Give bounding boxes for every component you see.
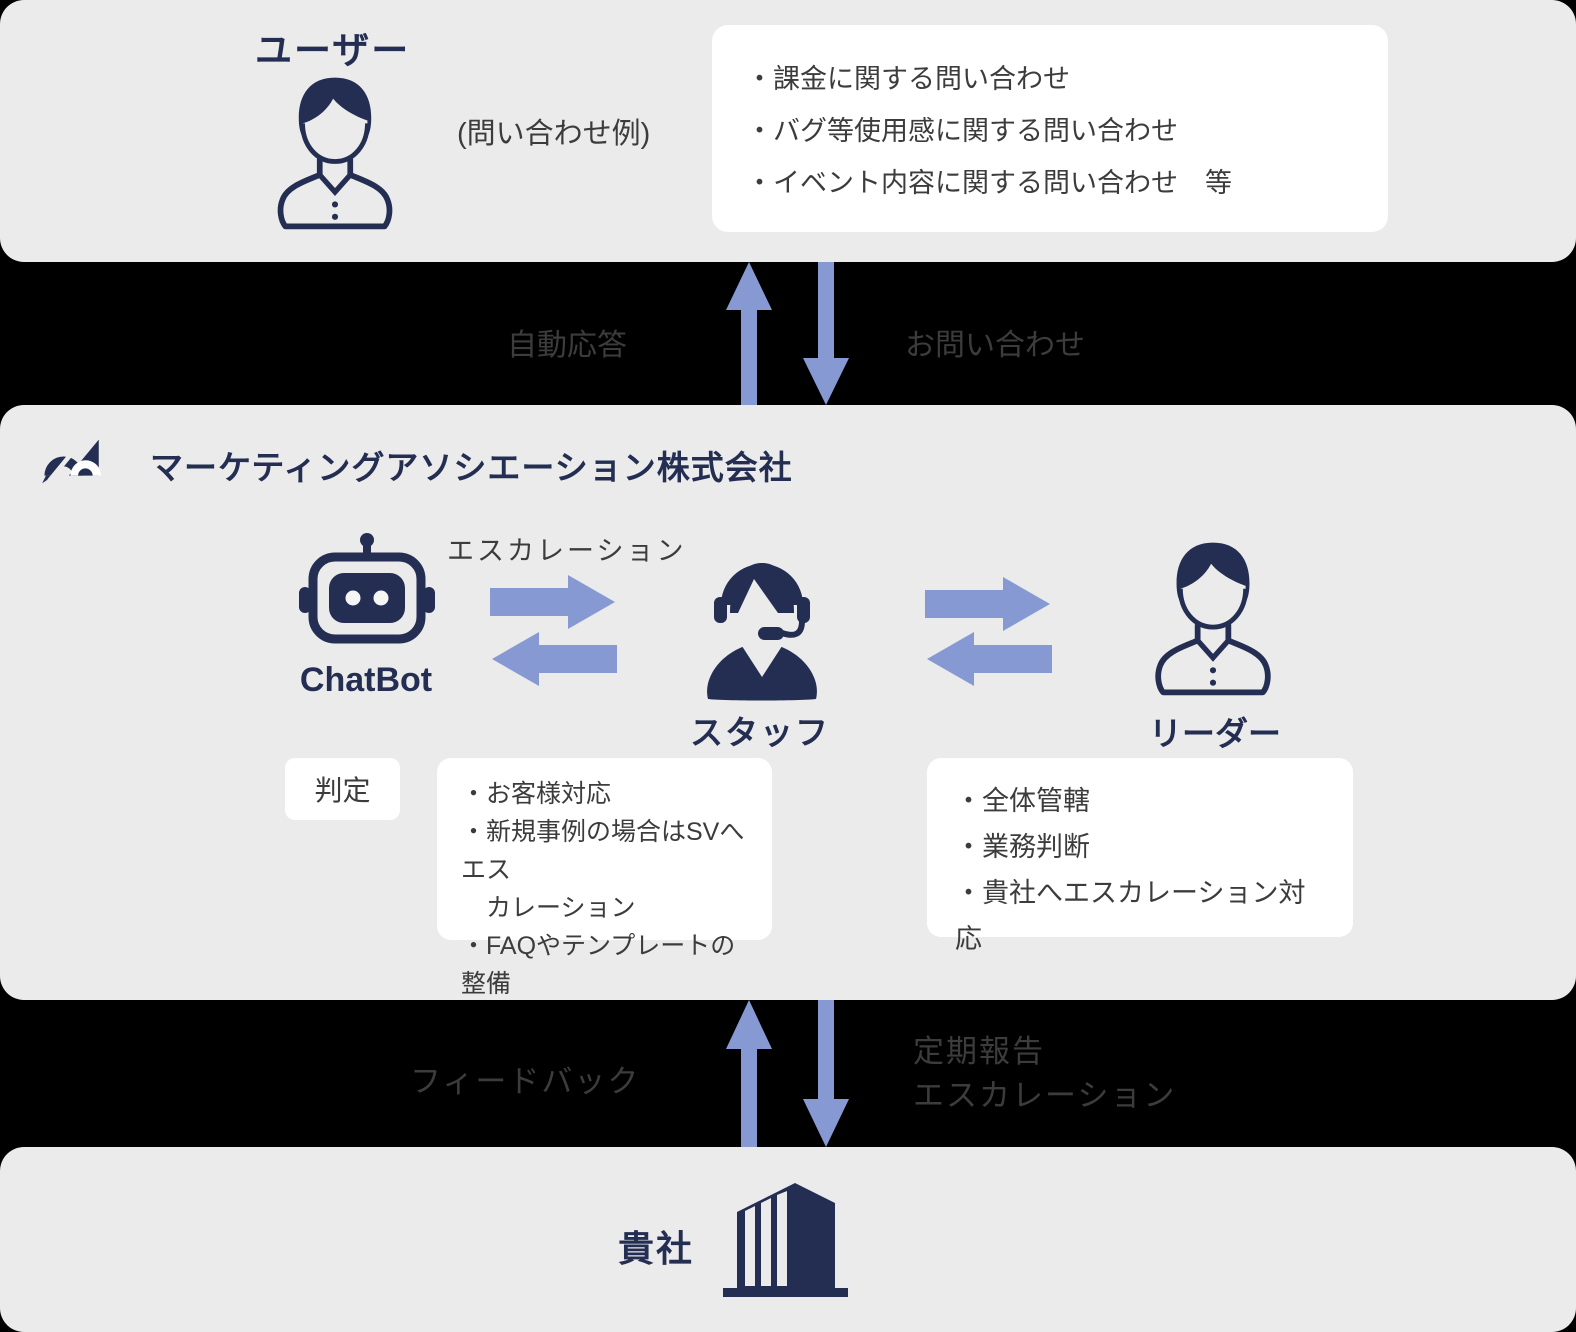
staff-headset-icon bbox=[707, 563, 817, 701]
leader-duty-item: ・貴社へエスカレーション対応 bbox=[955, 878, 1306, 954]
chatbot-label: ChatBot bbox=[299, 661, 433, 699]
staff-duty-item: ・FAQやテンプレートの整備 bbox=[461, 932, 736, 998]
company-section: マーケティングアソシエーション株式会社 ChatBot エスカレーション bbox=[0, 405, 1576, 1000]
leader-duties-card: ・全体管轄 ・業務判断 ・貴社へエスカレーション対応 bbox=[927, 758, 1353, 954]
user-section-title: ユーザー bbox=[255, 30, 411, 71]
arrow-down-icon bbox=[803, 262, 849, 405]
staff-duties-card: ・お客様対応 ・新規事例の場合はSVへエス カレーション ・FAQやテンプレート… bbox=[437, 758, 772, 998]
arrow-right-icon bbox=[490, 575, 615, 629]
leader-icon bbox=[1155, 542, 1271, 696]
leader-duty-item: ・業務判断 bbox=[955, 832, 1090, 862]
company-logo-icon bbox=[42, 439, 102, 484]
inquiry-examples-label: (問い合わせ例) bbox=[457, 118, 651, 150]
auto-response-label: 自動応答 bbox=[507, 329, 627, 362]
inquiry-example-item: ・イベント内容に関する問い合わせ 等 bbox=[746, 168, 1232, 198]
inquiry-label: お問い合わせ bbox=[905, 329, 1085, 362]
arrow-up-icon bbox=[726, 1000, 772, 1147]
chatbot-icon bbox=[299, 533, 435, 644]
inquiry-examples-card: ・課金に関する問い合わせ ・バグ等使用感に関する問い合わせ ・イベント内容に関す… bbox=[712, 25, 1388, 232]
staff-label: スタッフ bbox=[690, 714, 830, 751]
client-section: 貴社 bbox=[0, 1147, 1576, 1332]
leader-label: リーダー bbox=[1149, 715, 1281, 752]
building-icon bbox=[723, 1183, 848, 1297]
arrow-right-icon bbox=[925, 577, 1050, 631]
arrow-up-icon bbox=[726, 262, 772, 405]
arrow-left-icon bbox=[492, 632, 617, 686]
report-label-line: エスカレーション bbox=[913, 1078, 1177, 1113]
staff-duty-item: カレーション bbox=[461, 894, 636, 922]
inquiry-example-item: ・バグ等使用感に関する問い合わせ bbox=[746, 116, 1178, 146]
judgement-card: 判定 bbox=[285, 758, 400, 820]
user-company-exchange-band: 自動応答 お問い合わせ bbox=[0, 262, 1576, 405]
inquiry-example-item: ・課金に関する問い合わせ bbox=[746, 64, 1070, 94]
user-section: ユーザー (問い合わせ例) ・課金に関する問い合わせ ・バグ等使用感に関する問い… bbox=[0, 0, 1576, 262]
judgement-label: 判定 bbox=[314, 775, 371, 806]
leader-duty-item: ・全体管轄 bbox=[955, 786, 1090, 816]
client-label: 貴社 bbox=[618, 1228, 695, 1269]
report-escalation-label: 定期報告 エスカレーション bbox=[913, 1030, 1176, 1118]
user-icon bbox=[277, 77, 393, 230]
company-name: マーケティングアソシエーション株式会社 bbox=[150, 449, 793, 486]
arrow-down-icon bbox=[803, 1000, 849, 1147]
company-client-exchange-band: フィードバック 定期報告 エスカレーション bbox=[0, 1000, 1576, 1147]
staff-duty-item: ・お客様対応 bbox=[461, 780, 612, 808]
feedback-label: フィードバック bbox=[410, 1064, 641, 1099]
arrow-left-icon bbox=[927, 632, 1052, 686]
report-label-line: 定期報告 bbox=[913, 1034, 1045, 1069]
staff-duty-item: ・新規事例の場合はSVへエス bbox=[461, 818, 745, 884]
escalation-label: エスカレーション bbox=[447, 536, 687, 566]
